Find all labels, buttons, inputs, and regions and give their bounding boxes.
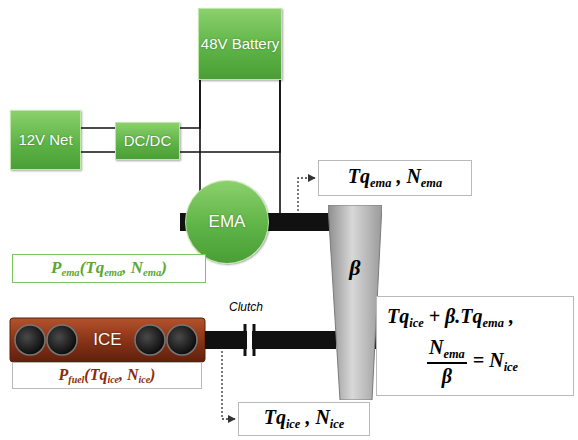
subscript: fuel (68, 374, 84, 385)
fuel-formula-box: Pfuel(Tqice, Nice) (12, 362, 202, 389)
subscript: ema (143, 268, 161, 279)
battery-box: 48V Battery (198, 8, 282, 80)
text-run: β (442, 365, 452, 387)
node-text: EMA (209, 212, 246, 232)
text-run: 12V Net (18, 131, 72, 148)
equation-box: Tqice + β.Tqema ,Nemaβ= Nice (376, 296, 574, 396)
text-run: Tq (387, 305, 409, 327)
power-formula-box: Pema(Tqema, Nema) (12, 254, 206, 283)
leader-line (222, 351, 235, 419)
text-run: , N (300, 406, 329, 428)
text-run: Tq (264, 406, 286, 428)
node-text: Nema (427, 335, 467, 364)
drive-shaft (205, 331, 336, 349)
subscript: ema (61, 268, 79, 279)
text-run: ) (150, 366, 155, 383)
text-run: = N (473, 349, 504, 371)
fraction-row: Nemaβ= Nice (427, 335, 518, 388)
text-run: + β.Tq (424, 305, 483, 327)
clutch-symbol (245, 324, 254, 356)
text-run: P (59, 366, 69, 383)
gear-ratio-shape: β (328, 205, 382, 400)
node-text: 48V Battery (201, 35, 279, 52)
node-text: β (442, 364, 452, 388)
clutch-plate (253, 324, 256, 356)
node-text: Pema(Tqema, Nema) (51, 258, 167, 278)
text-run: P (51, 258, 61, 277)
clutch-gap (247, 329, 252, 351)
text-run: (Tq (84, 366, 107, 383)
text-run: , N (122, 258, 143, 277)
node-text: Tqice + β.Tqema , (387, 304, 514, 331)
cylinders (15, 325, 197, 355)
converter-box: DC/DC (115, 122, 180, 160)
subscript: ice (504, 360, 518, 374)
subscript: ice (330, 417, 344, 431)
node-text: Tqema , Nema (348, 165, 442, 191)
subscript: ema (104, 268, 122, 279)
node-text: DC/DC (124, 132, 172, 149)
text-run: DC/DC (124, 132, 172, 149)
drive-shaft (263, 213, 331, 231)
subscript: ice (107, 374, 119, 385)
power-wire (81, 128, 115, 152)
text-run: 48V Battery (201, 35, 279, 52)
text-run: EMA (209, 212, 246, 231)
cylinder (135, 325, 165, 355)
fraction: Nemaβ (427, 335, 467, 388)
text-run: , (504, 305, 514, 327)
subscript: ice (286, 417, 300, 431)
leader-line (298, 178, 315, 211)
text-run: Tq (348, 165, 370, 187)
node-text: 12V Net (18, 131, 72, 148)
subscript: ice (139, 374, 151, 385)
variable-box: Tqice , Nice (238, 402, 370, 436)
cylinder (47, 325, 77, 355)
node-text: β (349, 255, 360, 281)
subscript: ema (443, 347, 464, 361)
variable-box: Tqema , Nema (318, 160, 472, 196)
machine-circle: EMA (185, 180, 269, 264)
subscript: ema (421, 176, 442, 190)
power-wire (180, 80, 280, 152)
subscript: ema (483, 316, 504, 330)
clutch-plate (244, 324, 247, 356)
text-run: ICE (93, 330, 121, 349)
cylinder (167, 325, 197, 355)
supply-box: 12V Net (10, 110, 81, 170)
node-text: ICE (93, 330, 121, 350)
subscript: ice (409, 316, 423, 330)
engine-body (10, 318, 205, 362)
ratio-trapezoid (328, 205, 382, 400)
text-run: , N (119, 366, 139, 383)
subscript: ema (370, 176, 391, 190)
text-run: , N (391, 165, 420, 187)
node-text: Pfuel(Tqice, Nice) (59, 366, 156, 385)
part-label: Clutch (229, 300, 263, 314)
text-run: (Tq (80, 258, 105, 277)
text-run: N (429, 336, 443, 358)
cylinder (15, 325, 45, 355)
node-text: = Nice (473, 348, 518, 375)
trapezoid-outline (328, 205, 382, 400)
engine-block: ICE (10, 318, 205, 362)
text-run: ) (161, 258, 167, 277)
node-text: Tqice , Nice (264, 406, 345, 432)
text-run: β (349, 255, 360, 280)
